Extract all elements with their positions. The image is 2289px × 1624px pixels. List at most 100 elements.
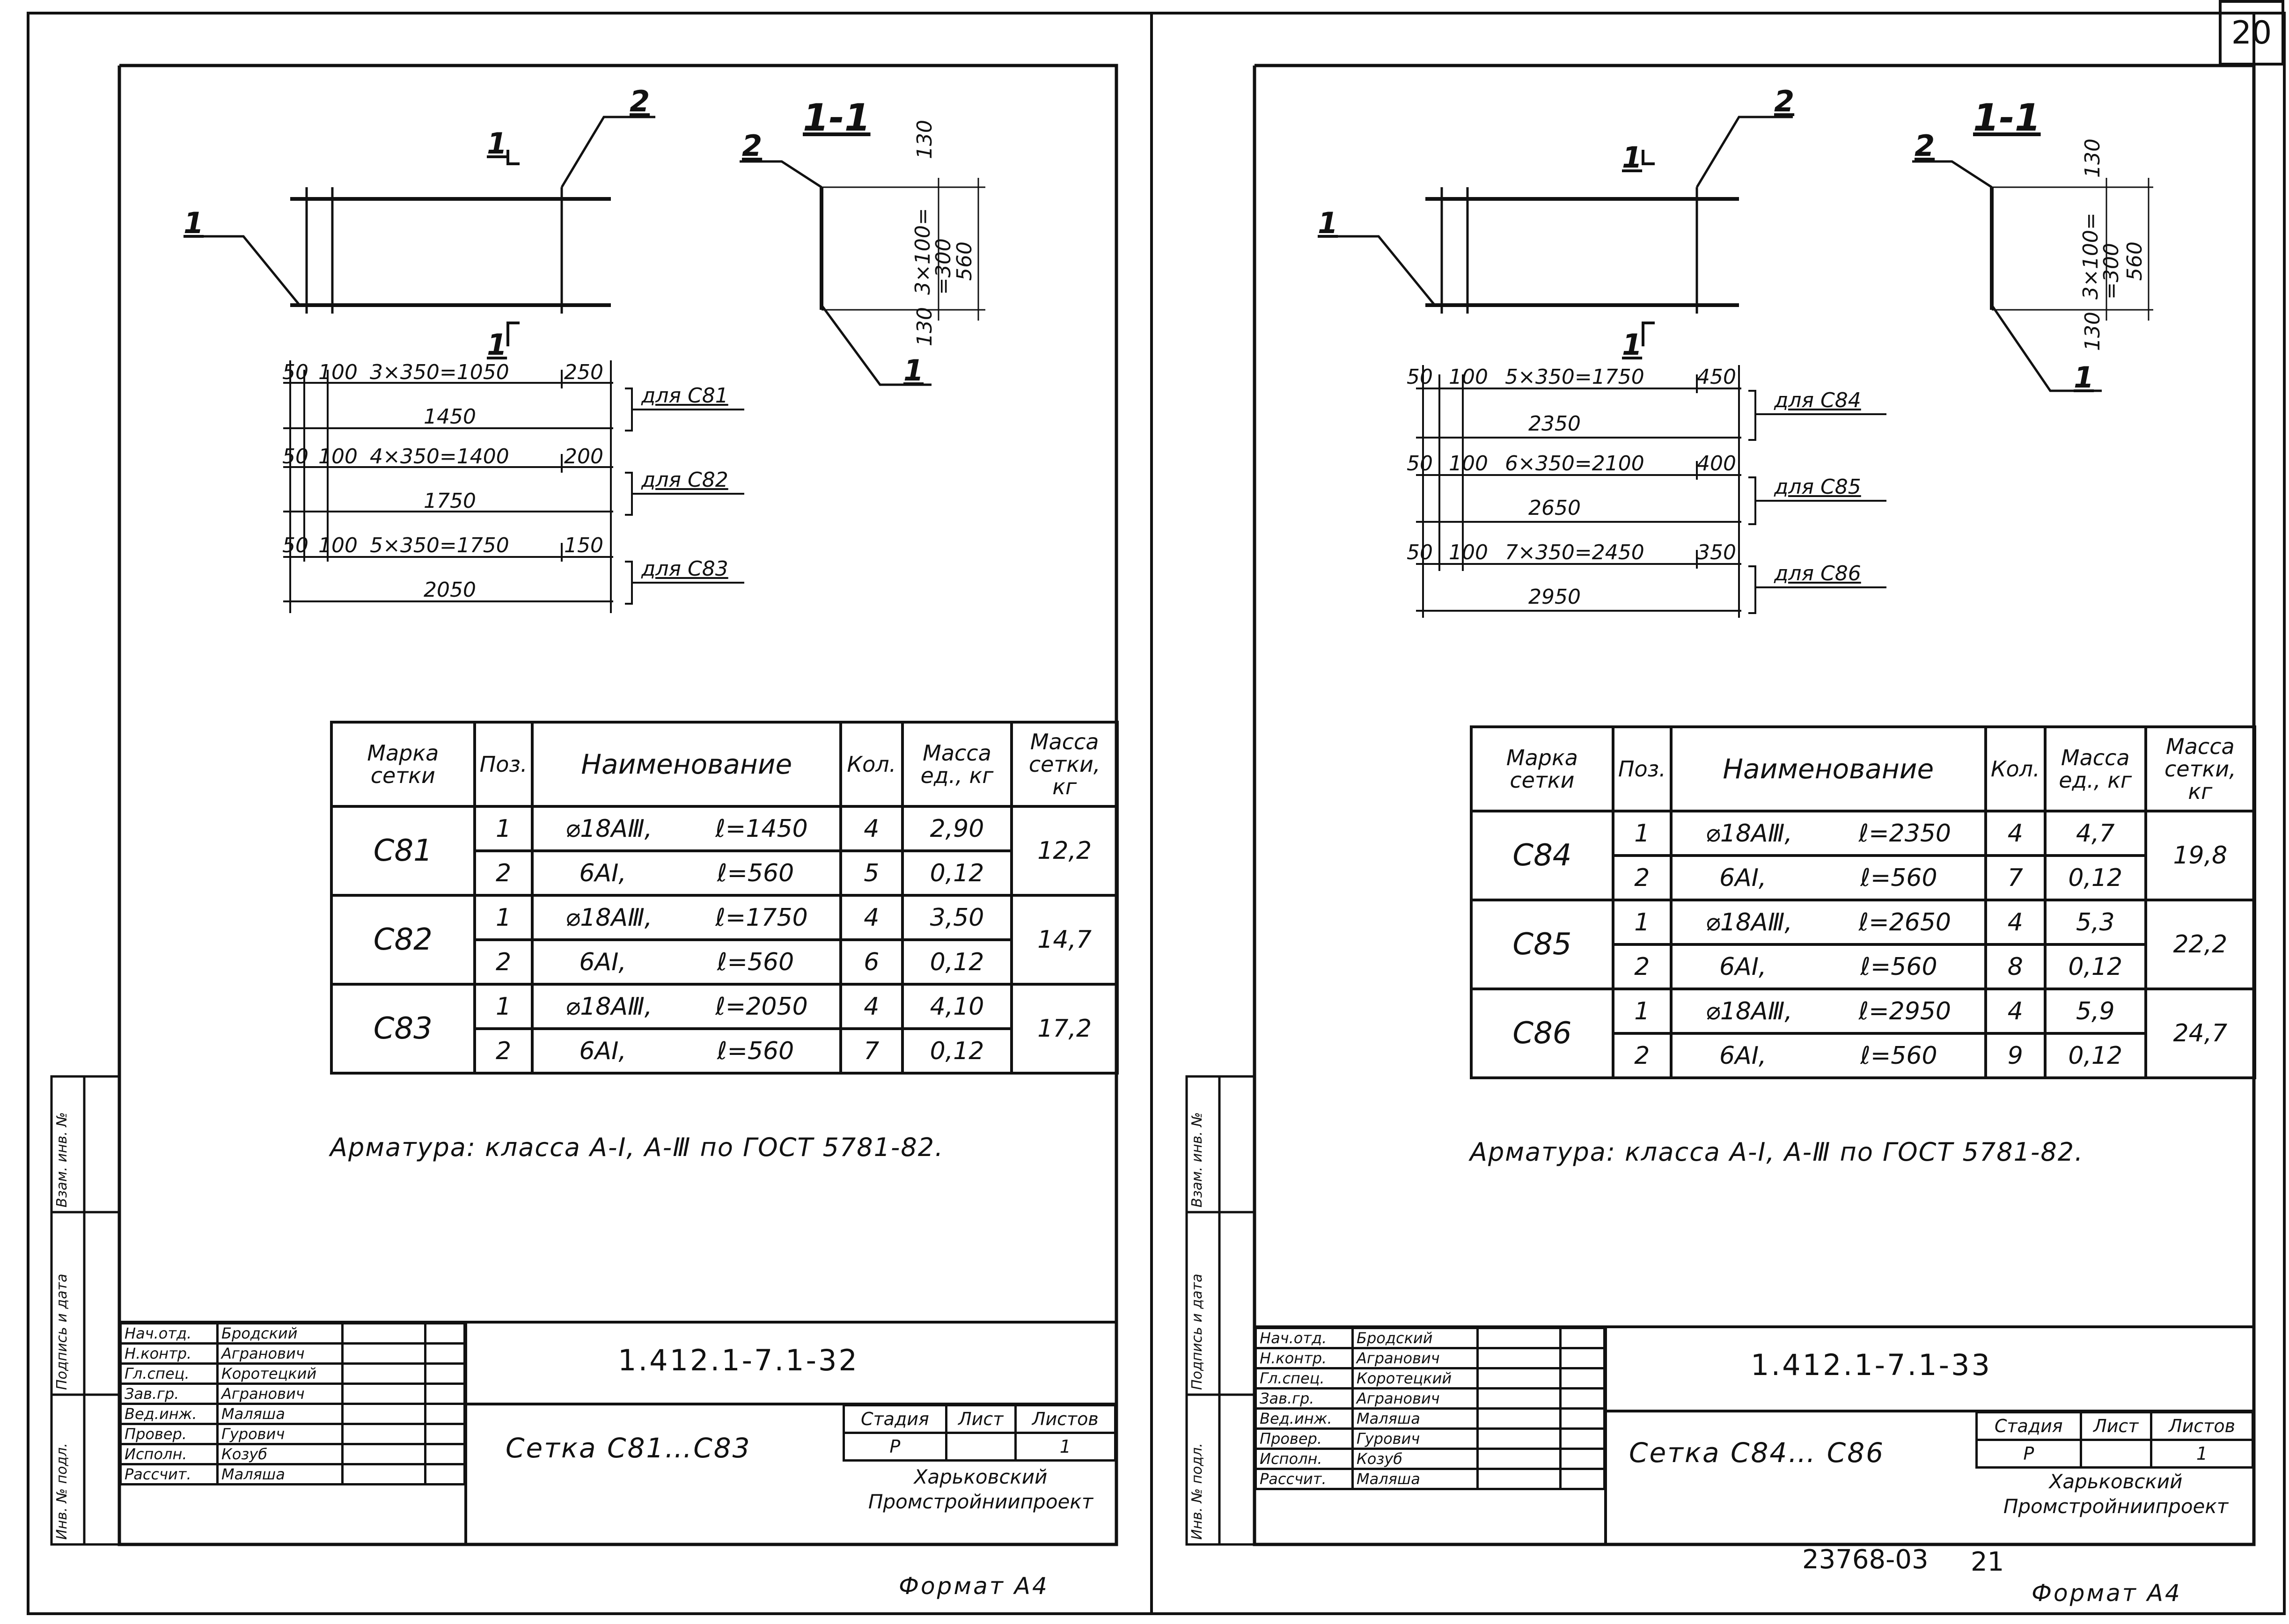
- document-code: 1.412.1-7.1-33: [1751, 1348, 1992, 1382]
- section-position-2: 2: [742, 129, 763, 163]
- drawing-title: Сетка С81…С83: [506, 1432, 751, 1464]
- date-cell: [1559, 1448, 1606, 1470]
- sheet-value: [945, 1432, 1017, 1462]
- table-row: С86 1 ⌀18АⅢ,ℓ=2950 4 5,9 24,7: [1470, 988, 2257, 1079]
- name-cell: 6АⅠ,ℓ=560: [1669, 854, 1987, 901]
- dim-a: 50: [282, 445, 308, 468]
- name-cell: Коротецкий: [216, 1362, 344, 1385]
- dim-mesh-label: для С81: [641, 384, 728, 408]
- dim-mesh-label: для С84: [1774, 388, 1861, 412]
- signature-row: Рассчит.Маляша: [1255, 1468, 1606, 1490]
- col-mass-unit: Масса ед., кг: [2043, 725, 2147, 812]
- col-pos: Поз.: [1611, 725, 1673, 812]
- pos-cell: 1: [473, 805, 534, 852]
- dim-mesh-label: для С86: [1774, 562, 1861, 585]
- dim-a: 50: [1407, 365, 1433, 389]
- bar-length: ℓ=2050: [715, 992, 808, 1021]
- organization-name: Харьковский Промстройниипроект: [868, 1465, 1093, 1513]
- qty-cell: 5: [839, 849, 904, 897]
- signature-row: Н.контр.Агранович: [1255, 1347, 1606, 1369]
- signature-cell: [1476, 1468, 1562, 1490]
- role-cell: Вед.инж.: [1255, 1407, 1354, 1430]
- col-mark: Марка сетки: [1470, 725, 1614, 812]
- qty-cell: 7: [1984, 854, 2047, 901]
- table-row: 2 6АⅠ,ℓ=560 7 0,12: [1471, 854, 2255, 901]
- bar-grade: 6АⅠ,: [579, 859, 626, 887]
- signature-cell: [341, 1342, 426, 1365]
- section-dim-bottom: 130: [913, 307, 937, 346]
- specification-table: Марка сетки Поз. Наименование Кол. Масса…: [1470, 725, 2257, 1079]
- sheets-header: Листов: [2150, 1411, 2254, 1441]
- dim-total: 2350: [1528, 412, 1581, 436]
- name-cell: Гурович: [216, 1423, 344, 1445]
- qty-cell: 4: [839, 894, 904, 941]
- total-mass-cell: 14,7: [1010, 894, 1119, 986]
- pos-cell: 1: [1611, 899, 1673, 946]
- qty-cell: 4: [839, 983, 904, 1030]
- bar-length: ℓ=1750: [715, 903, 808, 932]
- date-cell: [1559, 1347, 1606, 1369]
- mark-cell: С83: [330, 983, 476, 1075]
- date-cell: [1559, 1407, 1606, 1430]
- signature-cell: [1476, 1327, 1562, 1349]
- dim-span: 3×350=1050: [370, 360, 509, 384]
- table-row: 2 6АⅠ,ℓ=560 5 0,12: [331, 849, 1117, 897]
- role-cell: Рассчит.: [1255, 1468, 1354, 1490]
- date-cell: [424, 1403, 466, 1425]
- dim-total: 2650: [1528, 496, 1581, 520]
- pos-cell: 1: [473, 983, 534, 1030]
- mark-cell: С84: [1470, 810, 1614, 901]
- section-dim-mid: 3×100= =300: [911, 208, 955, 295]
- role-cell: Исполн.: [119, 1443, 219, 1465]
- page-number: 20: [2219, 0, 2284, 66]
- position-2-label: 2: [630, 84, 650, 118]
- name-cell: ⌀18АⅢ,ℓ=2650: [1669, 899, 1987, 946]
- signature-cell: [341, 1403, 426, 1425]
- position-2-label: 2: [1774, 84, 1795, 118]
- pos-cell: 1: [473, 894, 534, 941]
- mark-cell: С81: [330, 805, 476, 897]
- total-mass-cell: 24,7: [2144, 988, 2257, 1079]
- signature-cell: [1476, 1407, 1562, 1430]
- right-title-block-grid: [1255, 1325, 2254, 1544]
- signature-row: Провер.Гурович: [119, 1423, 466, 1445]
- dim-span: 5×350=1750: [1505, 365, 1644, 389]
- signature-cell: [1476, 1427, 1562, 1450]
- table-row: 2 6АⅠ,ℓ=560 9 0,12: [1471, 1032, 2255, 1079]
- table-row: 2 6АⅠ,ℓ=560 8 0,12: [1471, 943, 2255, 990]
- organization-name: Харьковский Промстройниипроект: [2003, 1470, 2229, 1518]
- signature-cell: [341, 1443, 426, 1465]
- signature-row: Провер.Гурович: [1255, 1427, 1606, 1450]
- dim-a: 50: [282, 360, 308, 384]
- col-mass-total: Масса сетки, кг: [1010, 721, 1119, 808]
- signature-row: Вед.инж.Маляша: [1255, 1407, 1606, 1430]
- qty-cell: 7: [839, 1027, 904, 1075]
- left-field-border: [117, 64, 1118, 1546]
- dim-mesh-label: для С82: [641, 468, 728, 492]
- name-cell: 6АⅠ,ℓ=560: [1669, 943, 1987, 990]
- section-mark-bottom: 1: [1622, 328, 1643, 362]
- name-cell: Бродский: [216, 1322, 344, 1345]
- section-title: 1-1: [803, 96, 871, 139]
- bar-length: ℓ=560: [1860, 1041, 1937, 1070]
- bar-length: ℓ=2650: [1858, 908, 1952, 936]
- pos-cell: 2: [473, 849, 534, 897]
- section-position-1: 1: [903, 353, 924, 388]
- sheet-value: [2079, 1439, 2153, 1469]
- name-cell: Козуб: [216, 1443, 344, 1465]
- name-cell: ⌀18АⅢ,ℓ=2350: [1669, 810, 1987, 857]
- format-label: Формат А4: [899, 1573, 1049, 1600]
- role-cell: Нач.отд.: [1255, 1327, 1354, 1349]
- signature-table: Нач.отд.Бродский Н.контр.Агранович Гл.сп…: [1255, 1327, 1606, 1490]
- section-mark-top: 1: [1622, 140, 1643, 175]
- name-cell: 6АⅠ,ℓ=560: [1669, 1032, 1987, 1079]
- bar-length: ℓ=2350: [1858, 819, 1952, 848]
- section-dim-total: 560: [2123, 241, 2147, 281]
- name-cell: Агранович: [1351, 1347, 1479, 1369]
- right-field-border: [1253, 64, 2256, 1546]
- name-cell: Маляша: [216, 1463, 344, 1485]
- role-cell: Зав.гр.: [119, 1383, 219, 1405]
- left-section-1-1: [740, 160, 985, 386]
